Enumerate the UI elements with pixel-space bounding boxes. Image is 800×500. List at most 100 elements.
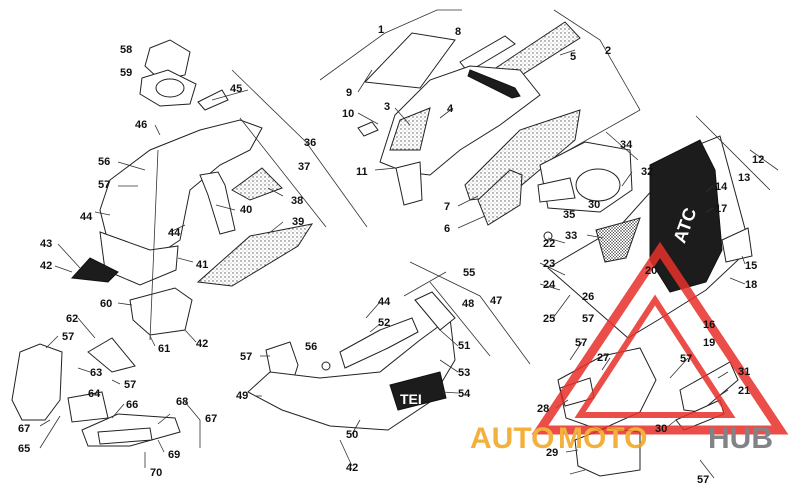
watermark-logo: AUTO MOTO HUB bbox=[470, 241, 789, 455]
callout-59: 59 bbox=[120, 67, 132, 79]
callout-33: 33 bbox=[565, 230, 577, 242]
headlight-shroud-group bbox=[70, 39, 314, 341]
callout-37: 37 bbox=[298, 161, 310, 173]
windshield-panel-9 bbox=[363, 32, 456, 89]
callout-7: 7 bbox=[444, 201, 450, 213]
watermark-text-part1: AUTO bbox=[470, 422, 554, 455]
callout-56-lower: 56 bbox=[305, 341, 317, 353]
callout-55: 55 bbox=[463, 267, 475, 279]
trim-strip-10 bbox=[357, 121, 379, 137]
callout-labels: 1 2 3 4 5 6 7 8 9 10 11 12 13 14 15 16 1… bbox=[18, 24, 764, 486]
callout-57-small: 57 bbox=[124, 379, 136, 391]
callout-40: 40 bbox=[240, 204, 252, 216]
wire-lead bbox=[467, 69, 521, 99]
callout-30-upper: 30 bbox=[588, 199, 600, 211]
callout-26: 26 bbox=[582, 291, 594, 303]
callout-57-bottom-left: 57 bbox=[62, 331, 74, 343]
callout-9: 9 bbox=[346, 87, 352, 99]
callout-57-right-c: 57 bbox=[680, 353, 692, 365]
fairing-panel-65 bbox=[11, 343, 63, 421]
callout-21: 21 bbox=[738, 385, 750, 397]
callout-30-lower: 30 bbox=[655, 423, 667, 435]
callout-60: 60 bbox=[100, 298, 112, 310]
side-trim-43 bbox=[70, 257, 119, 283]
callout-44-mid: 44 bbox=[168, 227, 181, 239]
foam-block-6 bbox=[477, 169, 523, 226]
callout-57-left: 57 bbox=[98, 179, 110, 191]
callout-35: 35 bbox=[563, 209, 575, 221]
callout-2: 2 bbox=[605, 45, 611, 57]
callout-53: 53 bbox=[458, 367, 470, 379]
callout-57-right-b: 57 bbox=[575, 337, 587, 349]
callout-65: 65 bbox=[18, 443, 30, 455]
callout-67-right: 67 bbox=[205, 413, 217, 425]
callout-17: 17 bbox=[715, 203, 727, 215]
callout-10: 10 bbox=[342, 108, 354, 120]
callout-42-mid: 42 bbox=[196, 338, 208, 350]
callout-44-bottom: 44 bbox=[378, 296, 391, 308]
cover-35 bbox=[537, 177, 576, 203]
callout-66: 66 bbox=[126, 399, 138, 411]
callout-18: 18 bbox=[745, 279, 757, 291]
callout-56-upper: 56 bbox=[98, 156, 110, 168]
callout-41: 41 bbox=[196, 259, 208, 271]
watermark-text-part3: HUB bbox=[708, 422, 773, 455]
callout-31: 31 bbox=[738, 366, 750, 378]
plate-69 bbox=[97, 427, 153, 445]
callout-58: 58 bbox=[120, 44, 132, 56]
callout-25: 25 bbox=[543, 313, 555, 325]
callout-39: 39 bbox=[292, 216, 304, 228]
callout-28: 28 bbox=[537, 403, 549, 415]
side-panel-group: ATC bbox=[537, 135, 753, 477]
callout-29: 29 bbox=[546, 447, 558, 459]
fastener-56-bottom bbox=[321, 361, 331, 371]
callout-20: 20 bbox=[645, 265, 657, 277]
side-panel-51 bbox=[414, 291, 456, 331]
callout-11: 11 bbox=[356, 166, 368, 178]
callout-5: 5 bbox=[570, 51, 576, 63]
callout-67-left: 67 bbox=[18, 423, 30, 435]
callout-42-left: 42 bbox=[40, 260, 52, 272]
callout-24: 24 bbox=[543, 279, 556, 291]
callout-38: 38 bbox=[291, 195, 303, 207]
callout-69: 69 bbox=[168, 449, 180, 461]
bezel-58 bbox=[144, 39, 191, 81]
foam-pad-39 bbox=[196, 223, 314, 287]
cowl-foam-4 bbox=[389, 107, 431, 151]
callout-45: 45 bbox=[230, 83, 242, 95]
callout-16: 16 bbox=[703, 319, 715, 331]
mount-bracket-40 bbox=[199, 171, 236, 235]
callout-42-bottom: 42 bbox=[346, 462, 358, 474]
callout-61: 61 bbox=[158, 343, 170, 355]
foam-pad-38 bbox=[231, 167, 283, 201]
belly-pan-group: TEI bbox=[247, 291, 456, 431]
mesh-grille-33 bbox=[595, 217, 641, 263]
callout-47: 47 bbox=[490, 295, 502, 307]
windshield-group bbox=[357, 21, 581, 226]
watermark-text-part2: MOTO bbox=[558, 422, 647, 455]
callout-62: 62 bbox=[66, 313, 78, 325]
callout-64: 64 bbox=[88, 388, 101, 400]
lower-left-fairing-group bbox=[11, 337, 181, 447]
bracket-60 bbox=[129, 287, 193, 336]
callout-8: 8 bbox=[455, 26, 461, 38]
callout-52: 52 bbox=[378, 317, 390, 329]
callout-57-center: 57 bbox=[240, 351, 252, 363]
callout-22: 22 bbox=[543, 238, 555, 250]
clip-22 bbox=[543, 231, 553, 241]
callout-49: 49 bbox=[236, 390, 248, 402]
callout-19: 19 bbox=[703, 337, 715, 349]
callout-50: 50 bbox=[346, 429, 358, 441]
callout-70: 70 bbox=[150, 467, 162, 479]
watermark-triangle bbox=[531, 241, 789, 435]
callout-68: 68 bbox=[176, 396, 188, 408]
callout-3: 3 bbox=[384, 101, 390, 113]
callout-1: 1 bbox=[378, 24, 384, 36]
callout-12: 12 bbox=[752, 154, 764, 166]
callout-13: 13 bbox=[738, 172, 750, 184]
callout-6: 6 bbox=[444, 223, 450, 235]
side-cover-15 bbox=[721, 227, 753, 263]
nose-bracket-11 bbox=[395, 161, 423, 206]
callout-57-right-a: 57 bbox=[582, 313, 594, 325]
